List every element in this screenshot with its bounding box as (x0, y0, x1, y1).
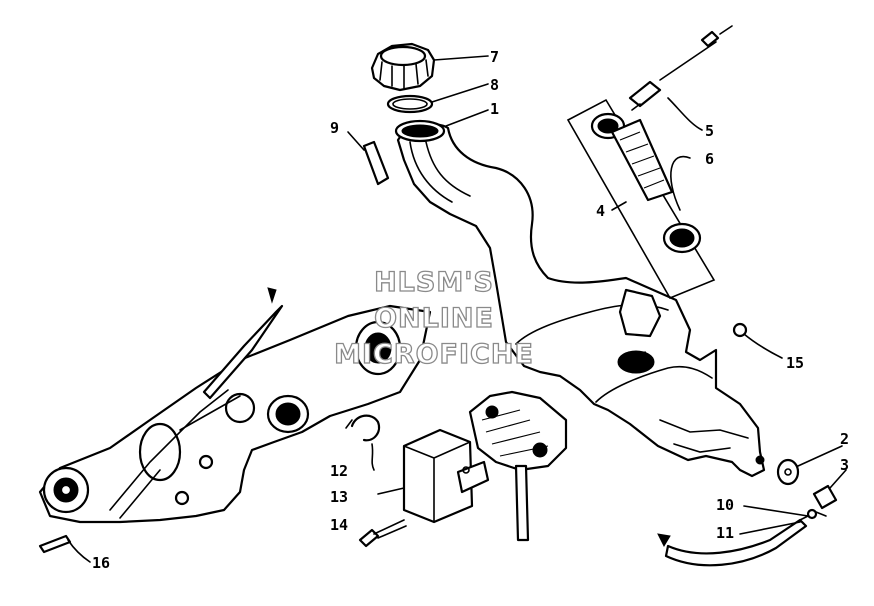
callout-labels: 7 8 1 9 5 6 4 15 2 3 10 11 12 13 14 16 (92, 48, 849, 572)
callout-7[interactable]: 7 (490, 48, 499, 66)
callout-9[interactable]: 9 (330, 119, 339, 137)
callout-8-upper[interactable]: 8 (490, 76, 499, 94)
fuel-gauge-assembly-part-4[interactable] (566, 98, 716, 300)
cable-part-16[interactable] (38, 534, 72, 554)
callout-1[interactable]: 1 (490, 100, 499, 118)
callout-5[interactable]: 5 (705, 122, 714, 140)
callout-3[interactable]: 3 (840, 456, 849, 474)
watermark-line-2: ONLINE (374, 303, 494, 334)
filter-box-part-13[interactable] (402, 428, 490, 524)
washer-part-15[interactable] (732, 322, 783, 359)
clip-ring-part-12[interactable] (345, 414, 381, 442)
fuel-sender-part-5[interactable] (628, 25, 733, 111)
callout-15[interactable]: 15 (786, 354, 804, 372)
watermark: HLSM'S ONLINE MICROFICHE (333, 266, 534, 370)
clamp-part-10[interactable] (806, 508, 818, 520)
grommet-part-2[interactable] (776, 445, 843, 486)
callout-leaders (67, 55, 809, 563)
fuel-cap-part-7[interactable] (370, 42, 436, 92)
watermark-line-3: MICROFICHE (334, 339, 534, 370)
callout-4[interactable]: 4 (596, 202, 605, 220)
callout-14[interactable]: 14 (330, 516, 348, 534)
callout-16[interactable]: 16 (92, 554, 110, 572)
vent-hose-part-9[interactable] (347, 131, 390, 186)
fuel-valve-assembly[interactable] (468, 390, 568, 542)
fitting-part-3[interactable] (812, 469, 847, 510)
gasket-part-8[interactable] (386, 94, 434, 114)
callout-11[interactable]: 11 (716, 524, 734, 542)
fuel-line-part-11[interactable] (657, 511, 827, 567)
callout-12[interactable]: 12 (330, 462, 348, 480)
callout-6[interactable]: 6 (705, 150, 714, 168)
fuel-tank-part-1[interactable] (394, 119, 766, 478)
callout-2[interactable]: 2 (840, 430, 849, 448)
screw-part-14[interactable] (358, 519, 407, 548)
watermark-line-1: HLSM'S (374, 267, 494, 298)
chain-case-frame[interactable] (38, 287, 432, 524)
callout-13[interactable]: 13 (330, 488, 348, 506)
callout-10[interactable]: 10 (716, 496, 734, 514)
